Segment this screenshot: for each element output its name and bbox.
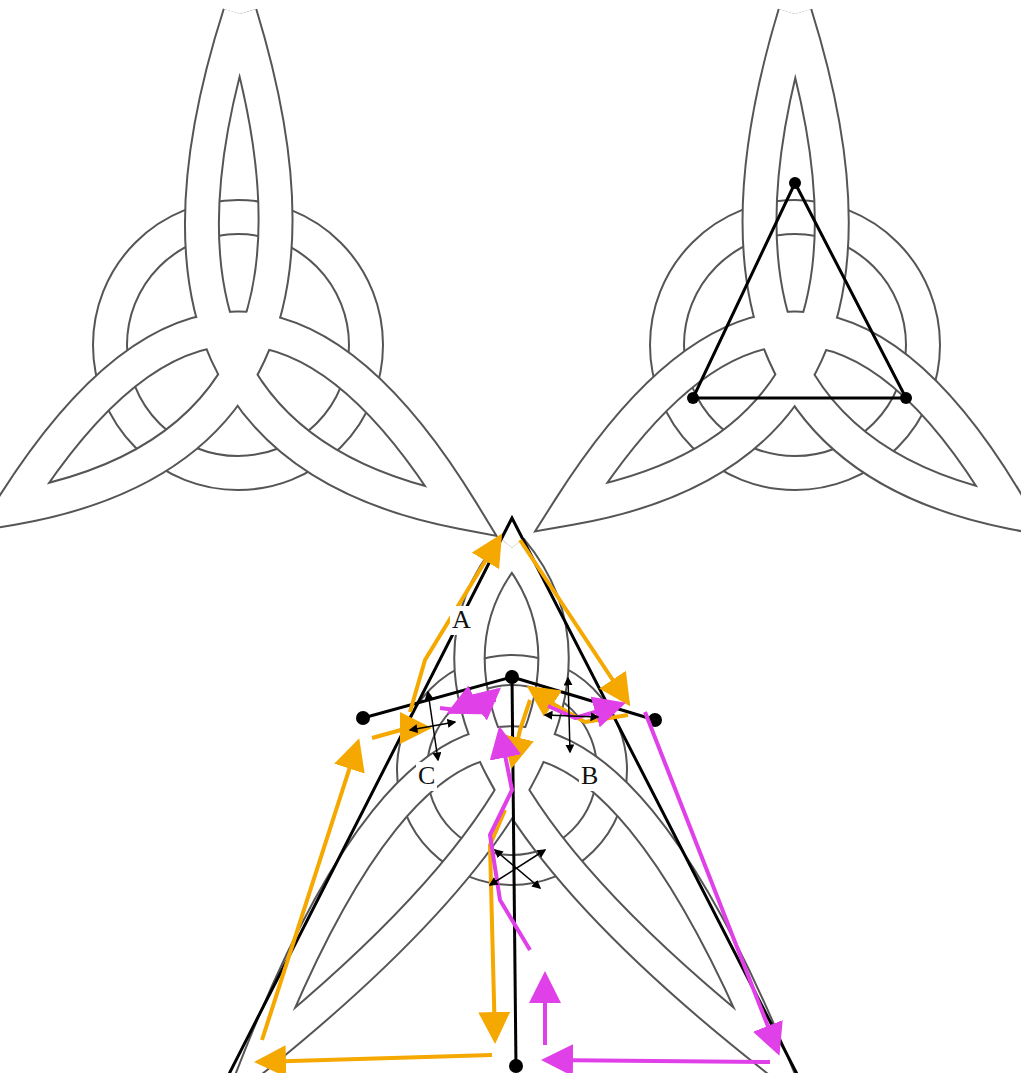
knot-band-fill [570, 14, 1012, 512]
spoke-dots [356, 670, 662, 1073]
triangle [693, 183, 906, 398]
spokes [363, 677, 655, 1068]
big-triangle [228, 518, 798, 1073]
magenta-path [440, 690, 778, 1062]
double-arrows [410, 678, 598, 888]
region-label: B [579, 762, 600, 791]
region-label: A [450, 606, 473, 635]
orange-path [258, 537, 628, 1062]
knot-band [12, 14, 462, 512]
vertex-dot [687, 392, 699, 404]
vertex-dot [789, 177, 801, 189]
region-label: C [416, 762, 437, 791]
knot-band [570, 14, 1012, 512]
knot-band-fill [12, 14, 462, 512]
vertex-dot [900, 392, 912, 404]
